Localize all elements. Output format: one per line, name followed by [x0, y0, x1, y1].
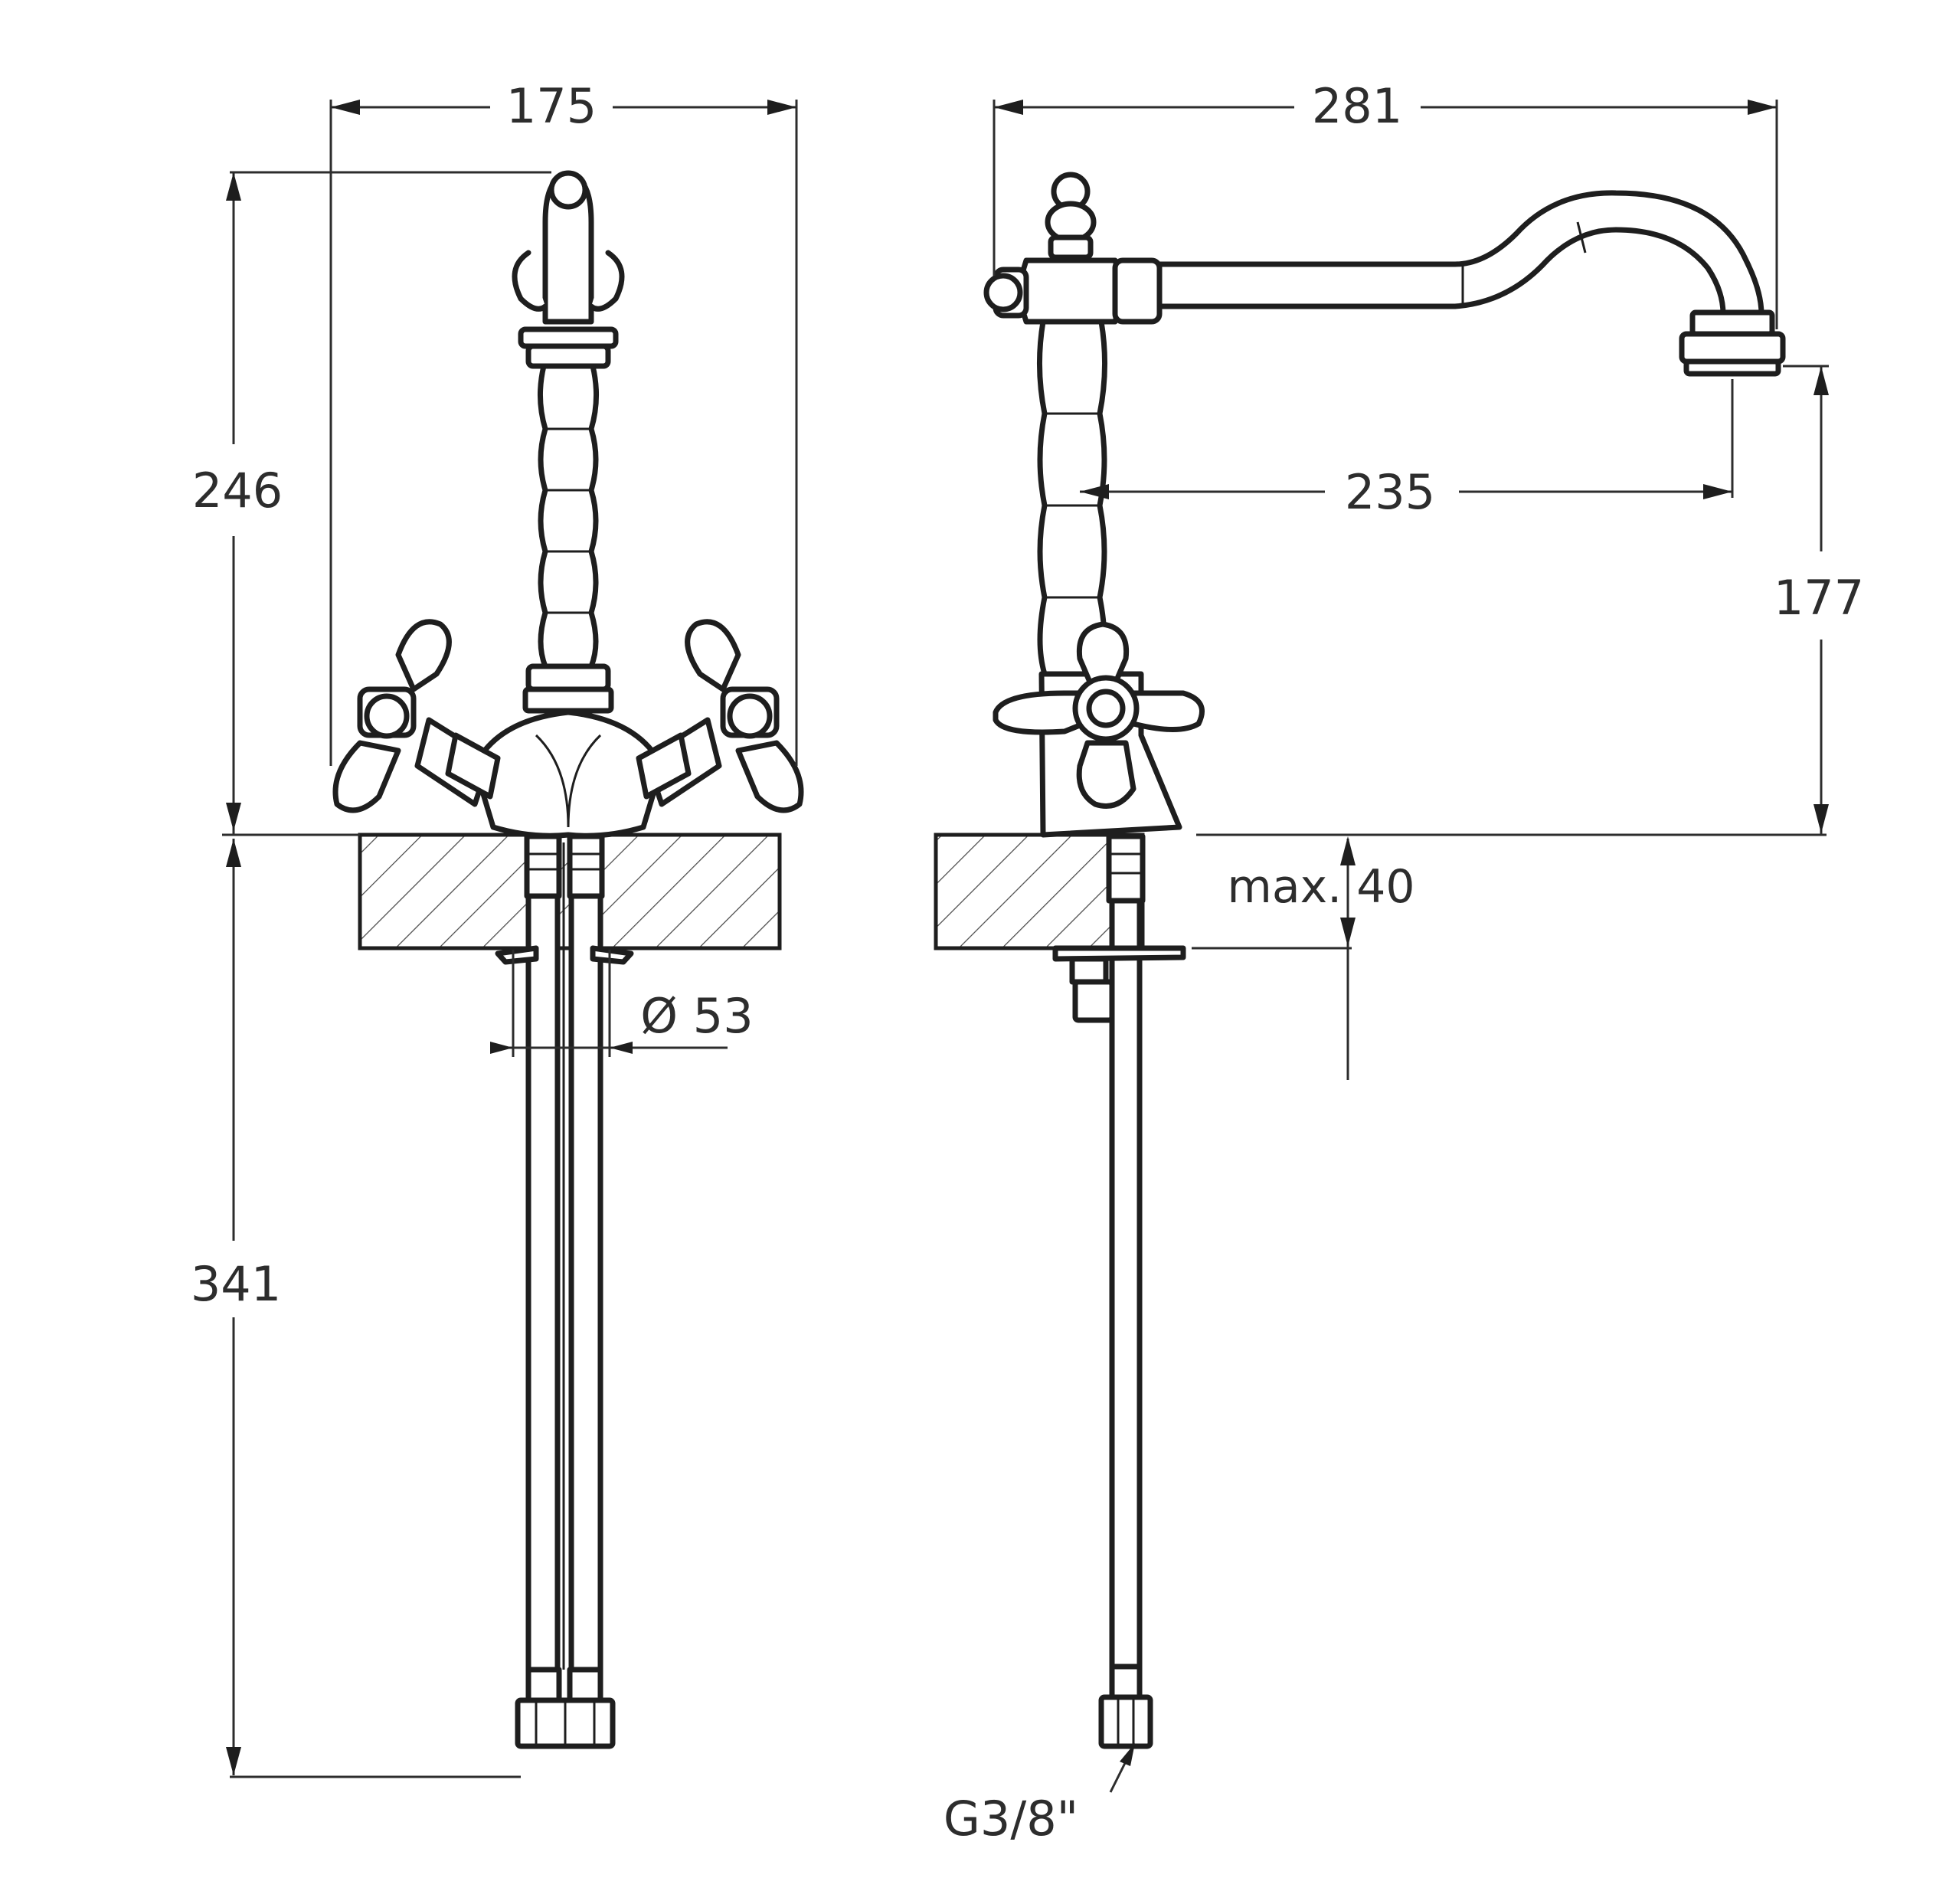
side-spout	[1156, 190, 1786, 377]
front-view	[332, 170, 804, 1749]
front-right-handle	[636, 619, 804, 813]
dim-hole-diameter: Ø 53	[640, 988, 753, 1044]
front-dimensions: 175 246 341 Ø 53	[191, 78, 798, 1778]
dim-side-width: 281	[1312, 78, 1402, 134]
dim-front-height-below: 341	[191, 1256, 281, 1312]
front-left-handle	[332, 619, 501, 813]
label-connection-thread: G3/8"	[944, 1791, 1078, 1847]
side-supply-hose	[1052, 833, 1186, 1749]
dim-front-width: 175	[506, 78, 597, 134]
front-faucet-body	[472, 170, 665, 839]
side-faucet-body	[983, 172, 1205, 838]
dim-spout-height: 177	[1774, 570, 1864, 626]
side-dimensions: 281 235 177 max. 40 G3/8"	[944, 78, 1864, 1847]
front-supply-hoses	[495, 832, 634, 1749]
dim-front-height-above: 246	[192, 463, 283, 519]
dim-max-thickness: max. 40	[1227, 860, 1414, 914]
side-view	[934, 172, 1786, 1749]
dim-spout-reach: 235	[1345, 464, 1435, 520]
